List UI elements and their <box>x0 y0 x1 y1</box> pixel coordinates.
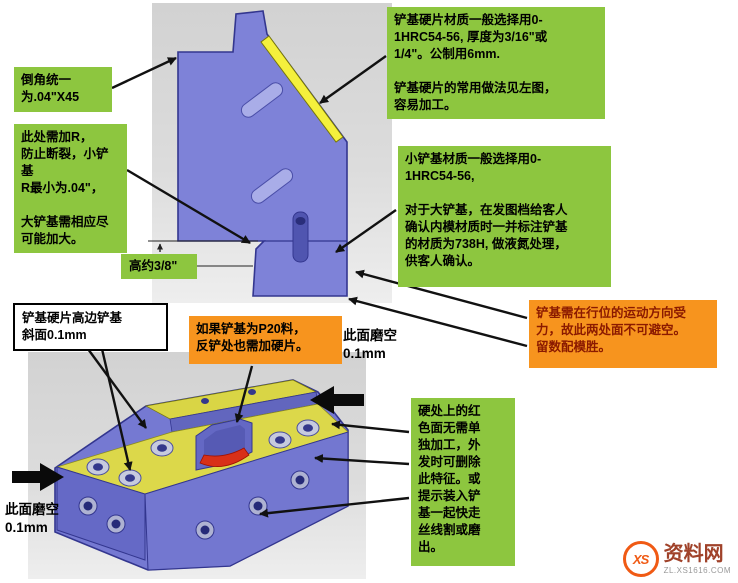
callout-height: 高约3/8" <box>121 254 197 279</box>
front-face-holes <box>78 470 310 540</box>
watermark-url: ZL.XS1616.COM <box>663 565 731 575</box>
label-grind-left: 此面磨空 0.1mm <box>5 502 59 536</box>
callout-hard-plate: 铲基硬片材质一般选择用0- 1HRC54-56, 厚度为3/16"或 1/4"。… <box>387 7 605 119</box>
front-right-face <box>144 431 349 571</box>
callout-bevel-note: 铲基硬片高边铲基 斜面0.1mm <box>13 303 168 351</box>
counterbore-holes <box>86 389 320 487</box>
slot-feature <box>292 211 309 263</box>
red-face <box>199 447 250 467</box>
watermark: XS 资料网 ZL.XS1616.COM <box>616 539 737 579</box>
top-model <box>177 10 348 297</box>
callout-chamfer: 倒角统一 为.04"X45 <box>14 67 112 112</box>
bottom-model <box>54 379 349 571</box>
callout-p20: 如果铲基为P20料， 反铲处也需加硬片。 <box>189 316 342 364</box>
grind-right-arrow <box>310 386 364 414</box>
pin-cylinder <box>240 82 284 118</box>
watermark-name: 资料网 <box>663 542 724 565</box>
watermark-logo-icon: XS <box>622 541 659 577</box>
callout-red-face: 硬处上的红 色面无需单 独加工，外 发时可删除 此特征。或 提示装入铲 基一起快… <box>411 398 515 566</box>
callout-small-base: 小铲基材质一般选择用0- 1HRC54-56, 对于大铲基，在发图档给客人 确认… <box>398 146 611 287</box>
hard-plate-strip <box>260 35 344 143</box>
callout-arrows <box>87 55 528 518</box>
callout-motion: 铲基需在行位的运动方向受 力，故此两处面不可避空。 留数配模胜。 <box>529 300 717 368</box>
front-left-face <box>56 466 146 561</box>
grind-left-arrow <box>12 463 64 491</box>
pin-cylinder <box>250 168 294 204</box>
callout-radius: 此处需加R， 防止断裂，小铲基 R最小为.04"， 大铲基需相应尽 可能加大。 <box>14 124 127 253</box>
watermark-logo-text: XS <box>632 551 649 567</box>
label-grind-right: 此面磨空 0.1mm <box>343 328 397 362</box>
